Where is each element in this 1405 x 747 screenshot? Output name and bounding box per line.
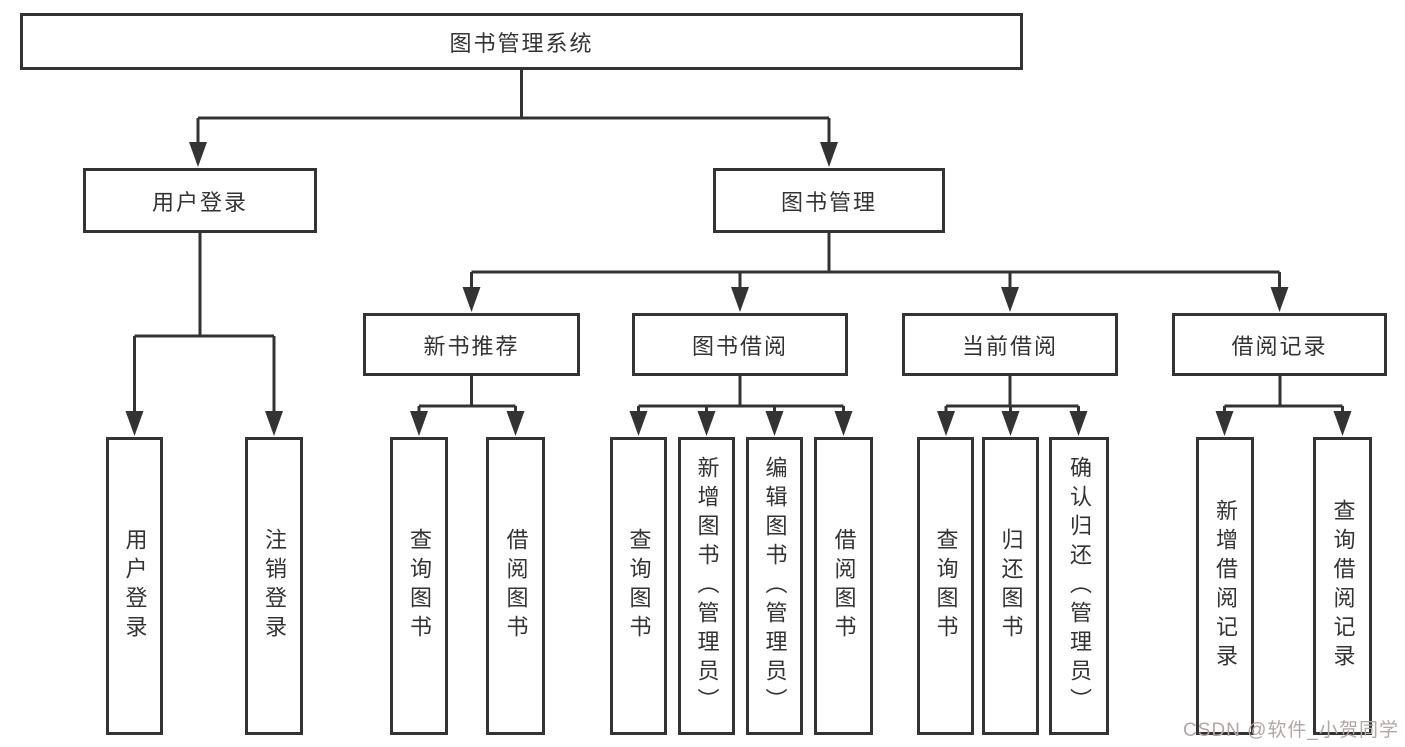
node-borrow-records: 借阅记录 [1172, 313, 1387, 376]
node-book-borrow: 图书借阅 [632, 313, 848, 376]
leaf-confirm-return-admin: 确认归还（管理员） [1049, 437, 1109, 735]
leaf-borrow-books: 借阅图书 [814, 437, 873, 735]
edge-user-login-to-leaves [125, 233, 283, 436]
leaf-borrow-books-recommend: 借阅图书 [486, 437, 545, 735]
leaf-logout: 注销登录 [245, 437, 303, 735]
node-current-borrow: 当前借阅 [902, 313, 1118, 376]
node-book-management: 图书管理 [713, 168, 945, 233]
leaf-edit-books-admin: 编辑图书（管理员） [746, 437, 803, 735]
leaf-return-books: 归还图书 [982, 437, 1039, 735]
leaf-query-books-recommend: 查询图书 [390, 437, 448, 735]
edge-current-borrow-to-leaves [937, 376, 1088, 436]
edge-new-book-recommend-to-leaves [410, 376, 525, 436]
leaf-query-books-current: 查询图书 [917, 437, 974, 735]
leaf-query-books-borrow: 查询图书 [610, 437, 667, 735]
node-new-book-recommend: 新书推荐 [363, 313, 580, 376]
leaf-add-borrow-record: 新增借阅记录 [1196, 437, 1254, 735]
csdn-watermark: CSDN @软件_小贺同学 [1183, 720, 1399, 741]
leaf-query-borrow-record: 查询借阅记录 [1313, 437, 1372, 735]
leaf-user-login: 用户登录 [106, 437, 163, 735]
edge-book-management-to-level2 [462, 233, 1289, 312]
edge-book-borrow-to-leaves [629, 376, 853, 436]
edge-root-to-level1 [189, 70, 838, 167]
leaf-add-books-admin: 新增图书（管理员） [678, 437, 735, 735]
edge-borrow-records-to-leaves [1215, 376, 1352, 436]
node-library-system: 图书管理系统 [20, 13, 1023, 70]
node-user-login: 用户登录 [83, 168, 317, 233]
